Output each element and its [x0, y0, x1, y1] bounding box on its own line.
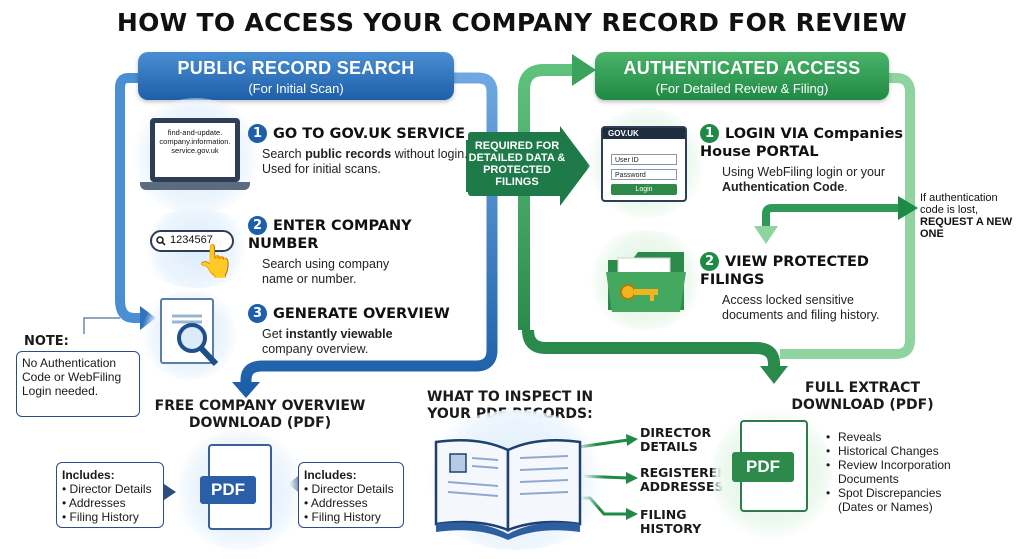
- step-desc-end: without login. Used for initial scans.: [262, 147, 468, 176]
- note-box: [16, 351, 140, 417]
- laptop-icon: [150, 118, 240, 182]
- step-title: LOGIN VIA Companies House PORTAL: [700, 126, 904, 160]
- laptop-url: find-and-update. company.information. se…: [159, 128, 231, 155]
- public-record-banner: PUBLIC RECORD SEARCH (For Initial Scan): [138, 52, 454, 100]
- includes-heading: Includes:: [304, 468, 357, 482]
- page-title: HOW TO ACCESS YOUR COMPANY RECORD FOR RE…: [116, 8, 908, 37]
- required-label: REQUIRED FOR DETAILED DATA & PROTECTED F…: [468, 132, 566, 196]
- step-desc-bold: instantly viewable: [285, 327, 393, 341]
- include-item: Addresses: [68, 496, 126, 510]
- extract-item: Review Incorporation Documents: [826, 458, 976, 486]
- portal-login-button: Login: [611, 184, 677, 195]
- search-bar-icon: [150, 230, 234, 252]
- free-overview-title: FREE COMPANY OVERVIEW DOWNLOAD (PDF): [154, 398, 366, 431]
- public-heading: PUBLIC RECORD SEARCH: [177, 58, 415, 78]
- inspect-item-3: FILING HISTORY: [640, 507, 702, 536]
- step-desc: Get: [262, 327, 286, 341]
- inspect-item-1: DIRECTOR DETAILS: [640, 425, 712, 454]
- step-number: 2: [700, 252, 719, 271]
- search-value: 1234567: [170, 234, 213, 246]
- step-desc-end: .: [844, 180, 848, 194]
- inspect-item-2: REGISTERED ADDRESSES: [640, 465, 728, 494]
- note-connector: [83, 317, 120, 334]
- include-item: Filing History: [311, 510, 381, 524]
- public-subheading: (For Initial Scan): [248, 81, 344, 96]
- step-desc-bold: Authentication Code: [722, 180, 845, 194]
- auth-heading: AUTHENTICATED ACCESS: [623, 58, 861, 78]
- pointing-hand-icon: 👆: [196, 243, 236, 279]
- step-title: VIEW PROTECTED FILINGS: [700, 254, 869, 288]
- step-number: 1: [700, 124, 719, 143]
- arrow-to-auth: [518, 64, 575, 330]
- step-title: GENERATE OVERVIEW: [273, 306, 450, 322]
- arrow-full-extract: [522, 329, 780, 368]
- folder-key-icon: [606, 252, 686, 312]
- auth-subheading: (For Detailed Review & Filing): [655, 81, 829, 96]
- full-extract-list: Reveals Historical Changes Review Incorp…: [826, 430, 976, 514]
- full-extract-title: FULL EXTRACT DOWNLOAD (PDF): [791, 380, 934, 413]
- arrow-auth-loop: [780, 73, 915, 359]
- arrow-to-step2-head: [754, 226, 778, 244]
- includes-box-right: [298, 462, 404, 528]
- lost-code-note: If authentication code is lost, REQUEST …: [920, 192, 1018, 240]
- portal-header-bar: [603, 128, 685, 139]
- arrow-to-auth-head: [572, 54, 596, 86]
- arrow-request-new-head: [898, 196, 918, 220]
- step-title: GO TO GOV.UK SERVICE: [273, 126, 465, 142]
- lost-code-text: If authentication code is lost,: [920, 192, 998, 216]
- extract-item: Historical Changes: [826, 444, 976, 458]
- step-desc-bold: public records: [305, 147, 392, 161]
- arrow-full-extract-head: [760, 366, 788, 384]
- arrow-public-down: [240, 72, 498, 384]
- step-desc: Search: [262, 147, 306, 161]
- pdf-badge: PDF: [200, 476, 256, 504]
- arrow-public-down-head: [232, 382, 260, 398]
- portal-user-field: User ID: [611, 154, 677, 165]
- pdf-badge-green: PDF: [732, 452, 794, 482]
- step-desc: Search using company name or number.: [262, 257, 390, 286]
- portal-password-field: Password: [611, 169, 677, 180]
- extract-item: Spot Discrepancies (Dates or Names): [826, 486, 976, 514]
- laptop-base: [140, 182, 250, 190]
- arrow-request-new: [762, 204, 900, 226]
- includes-heading: Includes:: [62, 468, 115, 482]
- step-number: 2: [248, 216, 267, 235]
- includes-left-pointer: [164, 484, 176, 500]
- step-title: ENTER COMPANY NUMBER: [248, 218, 412, 252]
- includes-box-left: [56, 462, 164, 528]
- include-item: Director Details: [311, 482, 394, 496]
- include-item: Addresses: [310, 496, 368, 510]
- includes-list-right: Includes: • Director Details • Addresses…: [304, 468, 404, 524]
- public-step-3: 3 GENERATE OVERVIEW Get instantly viewabl…: [248, 304, 478, 357]
- public-step-1: 1 GO TO GOV.UK SERVICE Search public reco…: [248, 124, 478, 177]
- step-desc-end: company overview.: [262, 342, 369, 356]
- step-desc: Using WebFiling login or your: [722, 165, 886, 179]
- open-book-icon: [434, 438, 582, 540]
- search-icon: [156, 236, 166, 246]
- magnifier-icon: [172, 314, 219, 367]
- step-desc: Access locked sensitive documents and fi…: [722, 293, 880, 322]
- authenticated-access-banner: AUTHENTICATED ACCESS (For Detailed Revie…: [595, 52, 889, 100]
- step-number: 3: [248, 304, 267, 323]
- note-title: NOTE:: [24, 334, 69, 349]
- includes-list-left: Includes: • Director Details • Addresses…: [62, 468, 164, 524]
- arrow-left-loop: [115, 73, 140, 323]
- request-new-text: REQUEST A NEW ONE: [920, 216, 1013, 240]
- portal-header-text: GOV.UK: [608, 129, 639, 138]
- step-number: 1: [248, 124, 267, 143]
- note-text: No Authentication Code or WebFiling Logi…: [22, 356, 122, 398]
- include-item: Filing History: [69, 510, 139, 524]
- extract-item: Reveals: [826, 430, 976, 444]
- include-item: Director Details: [69, 482, 152, 496]
